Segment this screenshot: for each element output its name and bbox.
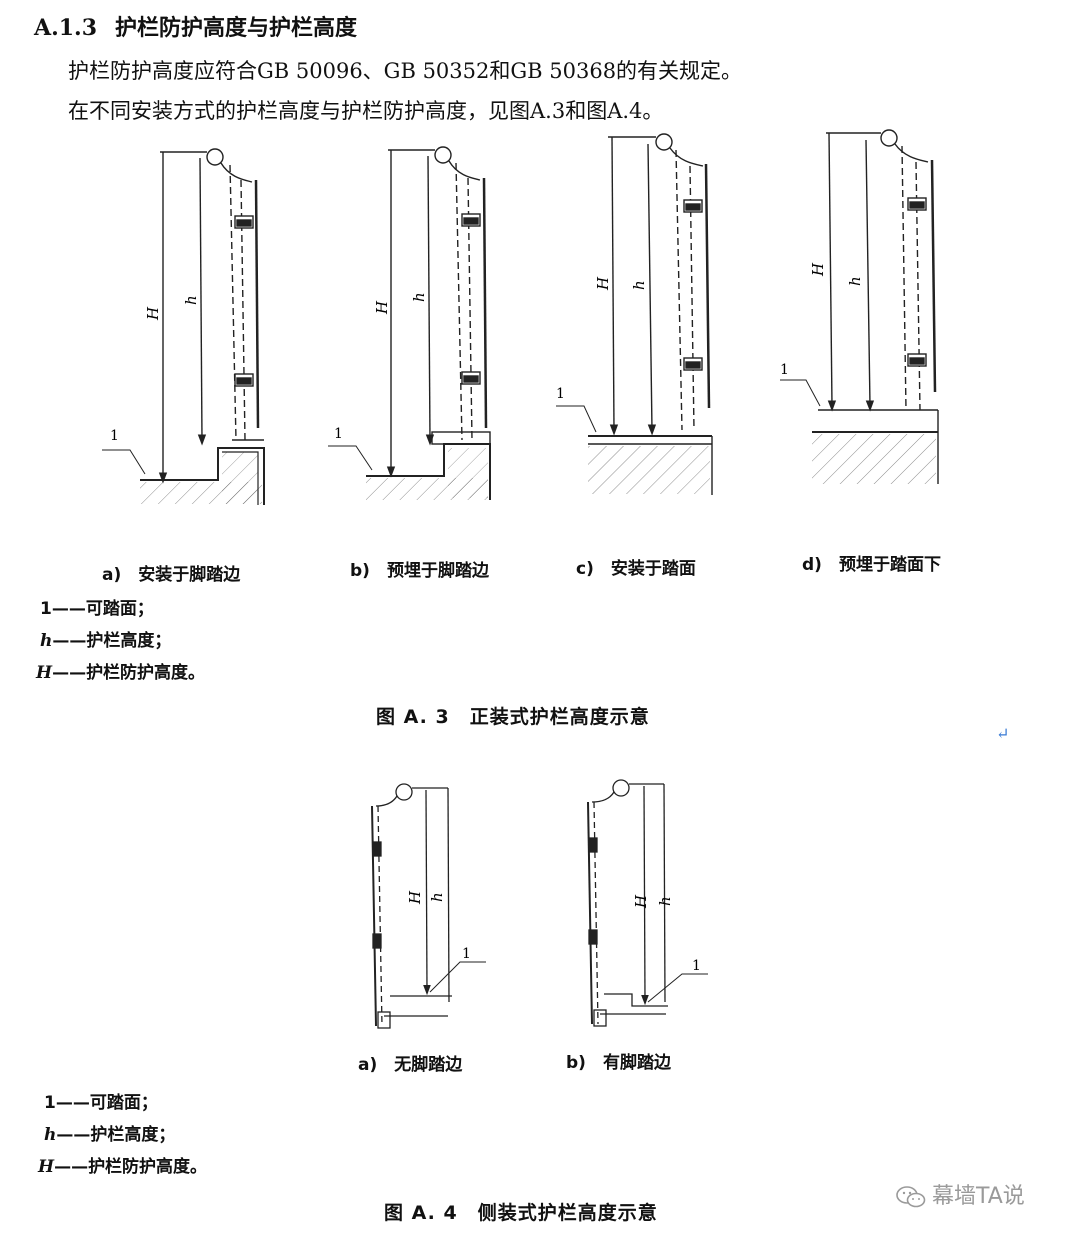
fig-a4-b-drawing xyxy=(587,779,708,1027)
legend-key: h xyxy=(44,1125,57,1145)
legend-text: ——护栏高度； xyxy=(56,1125,176,1145)
fig-a4-legend-item-H: H——护栏防护高度。 xyxy=(38,1152,207,1177)
fig-a3-legend-item-h: h——护栏高度； xyxy=(40,626,171,651)
fig-a3-legend-item-H: H——护栏防护高度。 xyxy=(36,658,205,683)
fig-a3-b-label-h: h xyxy=(410,292,428,302)
fig-a3-c-drawing xyxy=(556,133,713,495)
paragraph-return-mark: ↵ xyxy=(996,724,1010,743)
fig-a3-d-label-h: h xyxy=(846,276,864,286)
fig-a3-a-label-1: 1 xyxy=(110,428,119,444)
fig-a4-legend-item-1: 1——可踏面； xyxy=(44,1088,158,1113)
fig-a3-d-label-1: 1 xyxy=(780,362,789,378)
fig-a3-d-drawing xyxy=(780,129,939,484)
legend-key: 1 xyxy=(44,1093,56,1113)
fig-a3-caption-a: a) 安装于脚踏边 xyxy=(102,565,241,585)
paragraph-2: 在不同安装方式的护栏高度与护栏防护高度，见图A.3和图A.4。 xyxy=(68,99,664,123)
fig-a4-b-label-h: h xyxy=(656,896,674,906)
watermark: 幕墙TA说 xyxy=(896,1178,1025,1210)
fig-a3-b-drawing xyxy=(328,146,491,500)
legend-key: h xyxy=(40,631,53,651)
legend-key: H xyxy=(38,1157,55,1177)
legend-text: ——护栏高度； xyxy=(52,631,172,651)
fig-a4-b-label-1: 1 xyxy=(692,958,701,974)
paragraph-1: 护栏防护高度应符合GB 50096、GB 50352和GB 50368的有关规定… xyxy=(68,59,743,83)
fig-a3-d-label-H: H xyxy=(809,262,827,277)
fig-a4-a-label-1: 1 xyxy=(462,946,471,962)
fig-a3-a-label-h: h xyxy=(182,295,200,305)
fig-a4-a-label-H: H xyxy=(406,890,424,905)
watermark-text: 幕墙TA说 xyxy=(932,1184,1025,1209)
legend-text: ——可踏面； xyxy=(51,599,154,619)
fig-a3-caption-b: b) 预埋于脚踏边 xyxy=(350,561,489,581)
fig-a3-b-label-H: H xyxy=(373,300,391,315)
fig-a3-caption-d: d) 预埋于踏面下 xyxy=(802,555,941,575)
legend-text: ——护栏防护高度。 xyxy=(54,1157,208,1177)
legend-key: H xyxy=(36,663,53,683)
fig-a4-caption-b: b) 有脚踏边 xyxy=(566,1053,671,1073)
fig-a4-title: 图 A. 4 侧装式护栏高度示意 xyxy=(384,1202,658,1224)
legend-key: 1 xyxy=(40,599,52,619)
fig-a3-caption-c: c) 安装于踏面 xyxy=(576,559,696,579)
fig-a3-b-label-1: 1 xyxy=(334,426,343,442)
fig-a3-legend-item-1: 1——可踏面； xyxy=(40,594,154,619)
wechat-icon xyxy=(896,1185,926,1209)
fig-a3-a-label-H: H xyxy=(144,306,162,321)
fig-a4-b-label-H: H xyxy=(632,894,650,909)
legend-text: ——护栏防护高度。 xyxy=(52,663,206,683)
fig-a4-caption-a: a) 无脚踏边 xyxy=(358,1055,463,1075)
fig-a3-title: 图 A. 3 正装式护栏高度示意 xyxy=(376,706,650,728)
section-title: 护栏防护高度与护栏高度 xyxy=(115,15,358,41)
section-heading: A.1.3 护栏防护高度与护栏高度 xyxy=(34,10,357,42)
fig-a3-c-label-h: h xyxy=(630,280,648,290)
section-number: A.1.3 xyxy=(34,15,98,41)
fig-a3-c-label-1: 1 xyxy=(556,386,565,402)
fig-a3-c-label-H: H xyxy=(594,276,612,291)
fig-a4-a-label-h: h xyxy=(428,892,446,902)
fig-a3-a-drawing xyxy=(102,148,265,505)
legend-text: ——可踏面； xyxy=(55,1093,158,1113)
fig-a4-legend-item-h: h——护栏高度； xyxy=(44,1120,175,1145)
fig-a4-a-drawing xyxy=(371,783,486,1029)
